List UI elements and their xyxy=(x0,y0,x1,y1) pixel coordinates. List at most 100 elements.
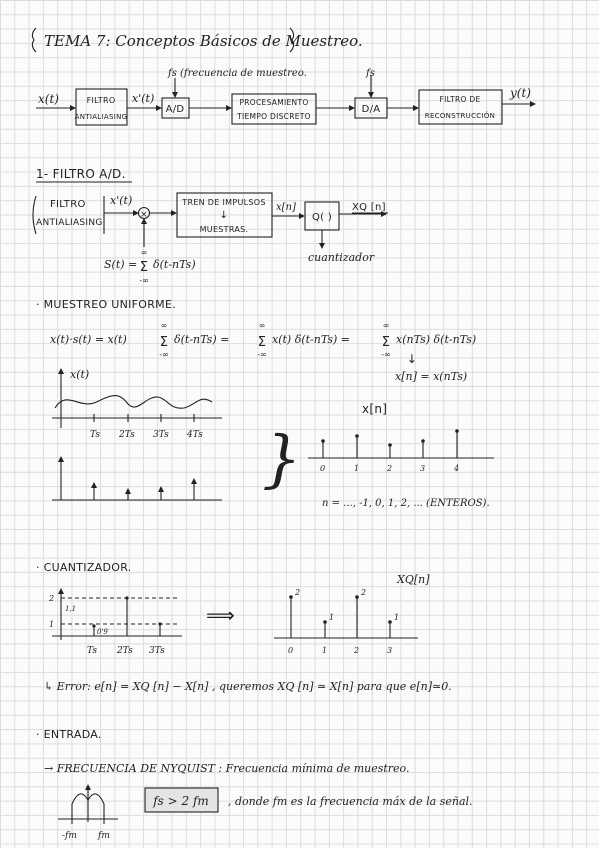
title-right-brace xyxy=(289,27,295,53)
processing-line1: PROCESAMIENTO xyxy=(239,98,308,107)
nyquist-condition-box xyxy=(144,787,219,813)
muestreo-eq-part1: x(t)·s(t) = x(t) xyxy=(50,333,127,346)
svg-text:-∞: -∞ xyxy=(381,350,390,359)
s1-filter-paren xyxy=(32,195,37,235)
s1-filter-line2: ANTIALIASING xyxy=(36,218,103,228)
xq-stem-label-3: 1 xyxy=(394,613,399,622)
quant-implies-arrow: ⟹ xyxy=(206,603,235,627)
entrada-heading: · ENTRADA. xyxy=(36,728,102,741)
nyquist-condition: fs > 2 fm xyxy=(152,794,209,808)
nyquist-definition: → FRECUENCIA DE NYQUIST : Frecuencia mín… xyxy=(44,762,409,775)
spectrum-neg-fm: -fm xyxy=(62,831,77,841)
xt-plot-label: x(t) xyxy=(70,368,89,381)
xq-tick-3: 3 xyxy=(387,646,392,655)
sum-sigma-3: Σ xyxy=(382,335,391,350)
reconstruction-line1: FILTRO DE xyxy=(440,95,481,104)
xq-stem-label-1: 1 xyxy=(329,613,334,622)
quant-inner-label: 0'9 xyxy=(97,628,108,636)
impulse-train-box xyxy=(176,192,273,238)
system-xprime-label: x'(t) xyxy=(132,92,154,105)
error-definition: ↳ Error: e[n] = XQ [n] − X[n] , queremos… xyxy=(44,680,452,693)
title-left-brace xyxy=(31,27,37,53)
xt-tick-4: 4Ts xyxy=(186,430,203,440)
st-sum-sigma: Σ xyxy=(140,260,149,275)
muestreo-heading: · MUESTREO UNIFORME. xyxy=(36,298,176,311)
xt-tick-2: 2Ts xyxy=(118,430,135,440)
quant-tick-2: 2Ts xyxy=(116,646,133,656)
svg-text:-∞: -∞ xyxy=(257,350,266,359)
xq-tick-2: 2 xyxy=(353,646,359,655)
muestreo-down-arrow: ↓ xyxy=(407,352,417,366)
quant-tick-1: Ts xyxy=(87,646,97,656)
s1-xn-label: x[n] xyxy=(276,202,296,213)
processing-line2: TIEMPO DISCRETO xyxy=(236,112,311,121)
spectrum-pos-fm: fm xyxy=(97,831,110,841)
s1-filter-line1: FILTRO xyxy=(50,199,86,210)
xn-tick-0: 0 xyxy=(320,464,325,473)
st-lhs: S(t) = xyxy=(104,258,137,271)
xn-tick-1: 1 xyxy=(354,464,359,473)
xq-tick-0: 0 xyxy=(288,646,293,655)
nyquist-explanation: , donde fm es la frecuencia máx de la se… xyxy=(228,795,473,808)
spectrum-shape xyxy=(71,793,105,819)
system-output-label: y(t) xyxy=(509,86,531,100)
svg-text:∞: ∞ xyxy=(383,321,390,330)
svg-text:∞: ∞ xyxy=(161,321,168,330)
reconstruction-line2: RECONSTRUCCIÓN xyxy=(425,111,495,120)
reconstruction-filter-box xyxy=(418,89,503,125)
impulse-train-arrow: ↓ xyxy=(220,210,229,221)
xn-tick-3: 3 xyxy=(420,464,425,473)
xn-plot-label: x[n] xyxy=(362,402,387,416)
quantizer-label: Q( ) xyxy=(312,212,332,223)
enteros-note: n = ..., -1, 0, 1, 2, ... (ENTEROS). xyxy=(322,498,490,509)
impulse-arrows xyxy=(91,478,197,500)
xn-equation: x[n] = x(nTs) xyxy=(395,370,467,383)
xq-stem-label-0: 2 xyxy=(294,588,300,597)
xt-waveform xyxy=(54,395,213,409)
st-sum-upper: ∞ xyxy=(141,248,148,257)
sum-sigma-1: Σ xyxy=(160,335,169,350)
xq-plot-label: XQ[n] xyxy=(396,573,430,586)
xq-stems xyxy=(289,595,392,638)
xn-tick-2: 2 xyxy=(386,464,392,473)
st-sum-lower: -∞ xyxy=(139,276,148,285)
xn-tick-4: 4 xyxy=(453,464,459,473)
antialiasing-filter-box xyxy=(75,88,128,126)
page-title: TEMA 7: Conceptos Básicos de Muestreo. xyxy=(44,32,363,50)
quant-tick-3: 3Ts xyxy=(149,646,165,656)
muestreo-eq-part2: δ(t-nTs) = xyxy=(174,333,229,346)
ad-label: A/D xyxy=(166,104,185,115)
quant-y-11: 1,1 xyxy=(65,605,76,613)
section1-heading: 1- FILTRO A/D. xyxy=(36,167,126,181)
sampling-brace: } xyxy=(262,422,301,495)
quant-input-stems xyxy=(92,596,162,636)
muestreo-eq-part3: x(t) δ(t-nTs) = xyxy=(272,333,350,346)
xq-stem-label-2: 2 xyxy=(360,588,366,597)
s1-xq-label: XQ [n] xyxy=(352,202,386,213)
s1-xprime-label: x'(t) xyxy=(110,194,132,207)
xn-stems xyxy=(321,429,459,458)
multiplier-symbol: × xyxy=(140,210,148,220)
cuantizador-heading: · CUANTIZADOR. xyxy=(36,561,132,574)
fs-label: fs (frecuencia de muestreo. xyxy=(167,68,307,79)
impulse-train-line1: TREN DE IMPULSOS xyxy=(181,198,265,207)
antialiasing-line2: ANTIALIASING xyxy=(75,113,128,121)
discrete-processing-box xyxy=(231,93,317,125)
quant-y-2: 2 xyxy=(48,594,54,603)
antialiasing-line1: FILTRO xyxy=(87,96,116,105)
sum-sigma-2: Σ xyxy=(258,335,267,350)
da-label: D/A xyxy=(362,104,381,115)
svg-text:-∞: -∞ xyxy=(159,350,168,359)
svg-text:∞: ∞ xyxy=(259,321,266,330)
xq-tick-1: 1 xyxy=(322,646,327,655)
quant-y-1: 1 xyxy=(49,620,54,629)
fs-label-2: fs xyxy=(365,68,375,79)
xt-tick-1: Ts xyxy=(90,430,100,440)
cuantizador-label: cuantizador xyxy=(308,251,375,264)
system-input-label: x(t) xyxy=(38,92,59,106)
xt-tick-3: 3Ts xyxy=(153,430,169,440)
st-rhs: δ(t-nTs) xyxy=(153,258,196,271)
muestreo-eq-part4: x(nTs) δ(t-nTs) xyxy=(396,333,476,346)
impulse-train-line2: MUESTRAS. xyxy=(200,225,249,234)
